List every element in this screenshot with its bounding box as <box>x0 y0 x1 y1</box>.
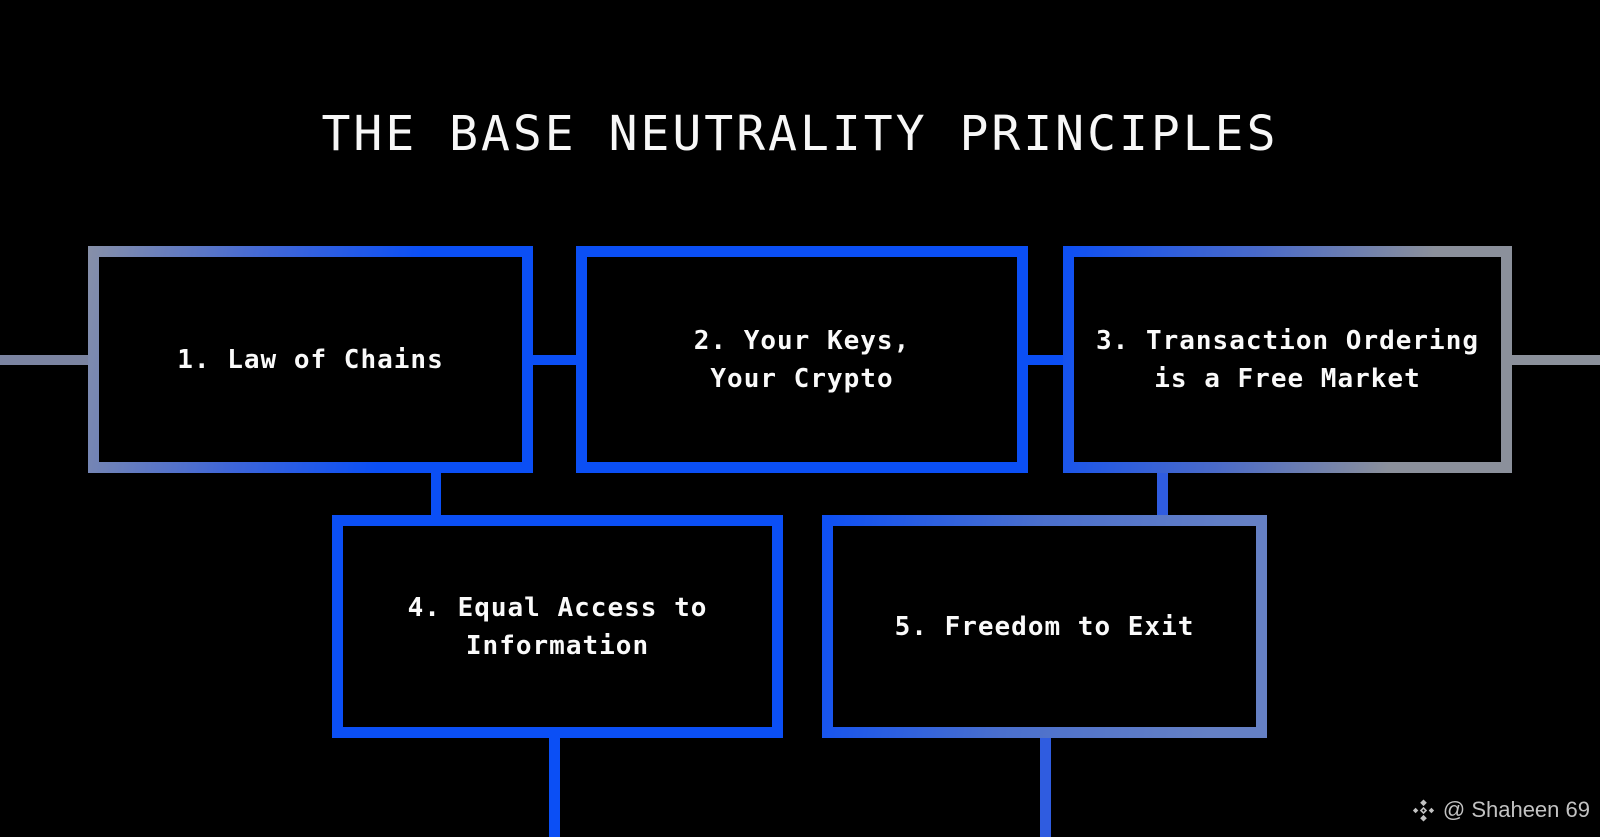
principle-box-4: 4. Equal Access to Information <box>332 515 783 738</box>
connector-box5-bottom <box>1040 734 1051 837</box>
principle-box-3: 3. Transaction Ordering is a Free Market <box>1063 246 1512 473</box>
principle-3-text-line2: is a Free Market <box>1154 363 1421 394</box>
principle-3-text: 3. Transaction Ordering <box>1095 325 1480 356</box>
principle-2-text: 2. Your Keys, <box>693 325 911 356</box>
principle-box-1: 1. Law of Chains <box>88 246 533 473</box>
watermark-handle: @ Shaheen 69 <box>1442 797 1590 822</box>
principle-1-text: 1. Law of Chains <box>177 344 444 375</box>
principle-5-text: 5. Freedom to Exit <box>894 611 1195 642</box>
principle-4-text-line2: Information <box>465 630 650 661</box>
principle-4-text: 4. Equal Access to <box>407 592 708 623</box>
principle-2-text-line2: Your Crypto <box>710 363 894 394</box>
page-title: THE BASE NEUTRALITY PRINCIPLES <box>321 106 1279 162</box>
principle-box-2: 2. Your Keys, Your Crypto <box>576 246 1028 473</box>
connector-box1-box4 <box>431 468 441 520</box>
watermark: @ Shaheen 69 <box>1411 797 1590 823</box>
connector-box2-box3 <box>1024 355 1067 365</box>
connector-right-edge <box>1508 355 1600 365</box>
connector-left-edge <box>0 355 92 365</box>
principle-box-5: 5. Freedom to Exit <box>822 515 1267 738</box>
connector-box4-bottom <box>549 734 560 837</box>
binance-logo-icon <box>1411 798 1436 823</box>
connector-box3-box5 <box>1157 468 1168 520</box>
connector-box1-box2 <box>529 355 580 365</box>
